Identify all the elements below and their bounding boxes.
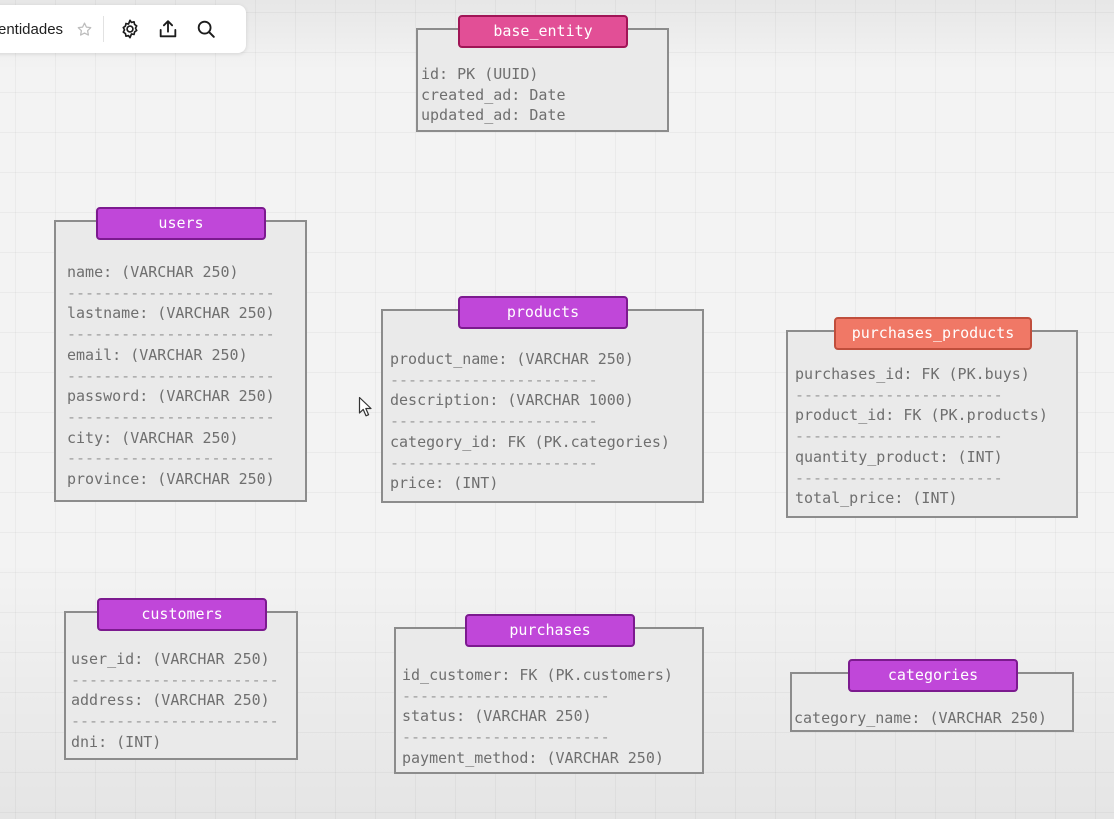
field-row: quantity_product: (INT) [795, 447, 1003, 466]
document-title[interactable]: entidades [0, 20, 64, 38]
field-row: product_name: (VARCHAR 250) [390, 350, 634, 368]
field-row: status: (VARCHAR 250) [402, 707, 592, 726]
field-separator: ----------------------- [795, 468, 1003, 487]
field-separator: ----------------------- [67, 366, 275, 385]
table-header-products[interactable]: products [458, 296, 628, 329]
field-row: updated_ad: Date [421, 106, 566, 125]
table-fields: product_name: (VARCHAR 250) ------------… [390, 349, 670, 494]
table-fields: name: (VARCHAR 250) --------------------… [67, 262, 275, 490]
field-row: password: (VARCHAR 250) [67, 387, 275, 406]
field-row: user_id: (VARCHAR 250) [71, 650, 270, 668]
field-row: id_customer: FK (PK.customers) [402, 666, 673, 684]
table-header-users[interactable]: users [96, 207, 266, 240]
table-categories[interactable]: categories category_name: (VARCHAR 250) [790, 659, 1074, 732]
field-row: city: (VARCHAR 250) [67, 428, 239, 447]
field-row: email: (VARCHAR 250) [67, 345, 248, 364]
field-separator: ----------------------- [390, 412, 598, 431]
table-fields: id_customer: FK (PK.customers) ---------… [402, 665, 673, 769]
table-base-entity[interactable]: base_entity id: PK (UUID) created_ad: Da… [416, 15, 669, 132]
field-row: lastname: (VARCHAR 250) [67, 304, 275, 323]
table-header-categories[interactable]: categories [848, 659, 1018, 692]
field-separator: ----------------------- [402, 686, 610, 705]
table-products[interactable]: products product_name: (VARCHAR 250) ---… [381, 296, 704, 503]
toolbar: entidades [0, 5, 246, 53]
field-row: payment_method: (VARCHAR 250) [402, 748, 664, 767]
field-separator: ----------------------- [402, 728, 610, 747]
table-header-purchases-products[interactable]: purchases_products [834, 317, 1032, 350]
mouse-cursor-icon [358, 396, 374, 422]
share-icon[interactable] [156, 17, 180, 41]
table-fields: category_name: (VARCHAR 250) [794, 708, 1047, 729]
field-row: created_ad: Date [421, 85, 566, 104]
field-row: description: (VARCHAR 1000) [390, 391, 634, 410]
field-row: price: (INT) [390, 474, 499, 493]
field-separator: ----------------------- [67, 449, 275, 468]
table-header-purchases[interactable]: purchases [465, 614, 635, 647]
field-separator: ----------------------- [67, 325, 275, 344]
field-separator: ----------------------- [795, 385, 1003, 404]
gear-icon[interactable] [118, 17, 142, 41]
table-fields: user_id: (VARCHAR 250) -----------------… [71, 649, 279, 753]
field-row: dni: (INT) [71, 732, 162, 751]
field-row: name: (VARCHAR 250) [67, 263, 239, 281]
table-fields: purchases_id: FK (PK.buys) -------------… [795, 364, 1048, 509]
field-row: category_id: FK (PK.categories) [390, 432, 670, 451]
table-purchases[interactable]: purchases id_customer: FK (PK.customers)… [394, 614, 704, 774]
field-row: province: (VARCHAR 250) [67, 470, 275, 489]
field-separator: ----------------------- [71, 670, 279, 689]
field-row: address: (VARCHAR 250) [71, 691, 270, 710]
field-separator: ----------------------- [795, 427, 1003, 446]
field-separator: ----------------------- [67, 407, 275, 426]
table-purchases-products[interactable]: purchases_products purchases_id: FK (PK.… [786, 317, 1078, 518]
field-row: product_id: FK (PK.products) [795, 406, 1048, 425]
field-separator: ----------------------- [390, 370, 598, 389]
table-users[interactable]: users name: (VARCHAR 250) --------------… [54, 207, 307, 502]
toolbar-divider [103, 16, 105, 42]
field-separator: ----------------------- [67, 283, 275, 302]
table-fields: id: PK (UUID) created_ad: Date updated_a… [421, 64, 566, 126]
field-row: category_name: (VARCHAR 250) [794, 709, 1047, 727]
search-icon[interactable] [194, 17, 218, 41]
field-row: id: PK (UUID) [421, 65, 539, 83]
field-row: total_price: (INT) [795, 489, 958, 508]
table-header-customers[interactable]: customers [97, 598, 267, 631]
field-row: purchases_id: FK (PK.buys) [795, 365, 1030, 383]
field-separator: ----------------------- [71, 712, 279, 731]
star-icon[interactable] [75, 20, 93, 38]
table-customers[interactable]: customers user_id: (VARCHAR 250) -------… [64, 598, 298, 760]
table-header-base-entity[interactable]: base_entity [458, 15, 628, 48]
field-separator: ----------------------- [390, 453, 598, 472]
